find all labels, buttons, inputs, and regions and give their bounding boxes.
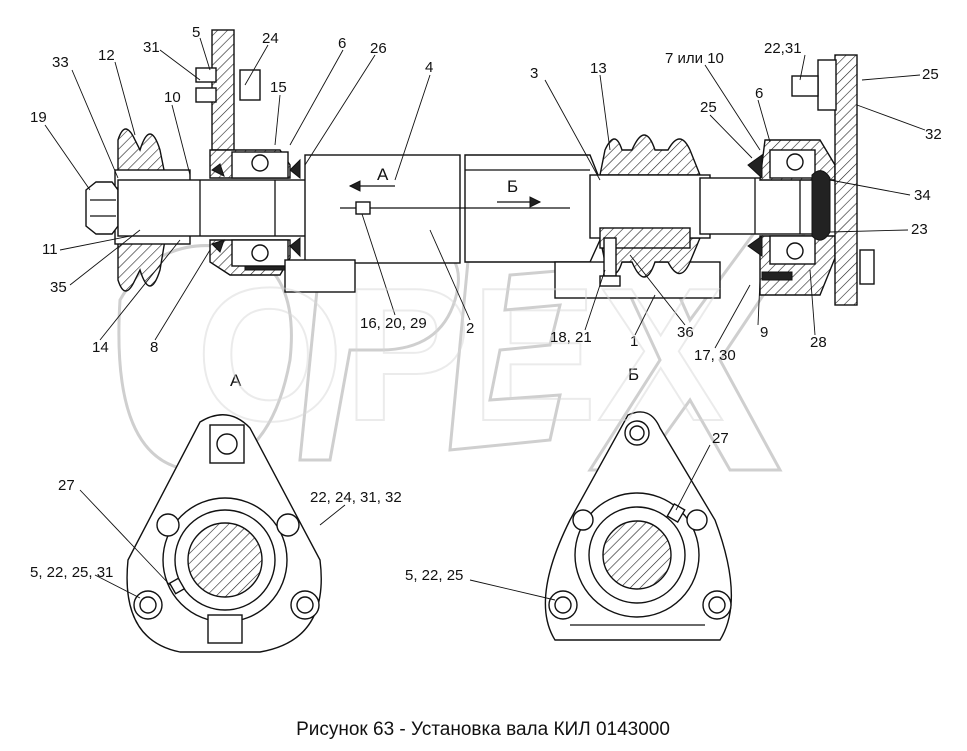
callout-17-30: 17, 30 bbox=[694, 347, 736, 364]
callout-35: 35 bbox=[50, 279, 67, 296]
callout-18-21: 18, 21 bbox=[550, 329, 592, 346]
callout-24: 24 bbox=[262, 30, 279, 47]
callout-22-31: 22,31 bbox=[764, 40, 802, 57]
callout-7-or-10: 7 или 10 bbox=[665, 50, 724, 67]
main-section-view bbox=[85, 29, 875, 306]
callout-28: 28 bbox=[810, 334, 827, 351]
callout-13: 13 bbox=[590, 60, 607, 77]
callout-14: 14 bbox=[92, 339, 109, 356]
callout-23: 23 bbox=[911, 221, 928, 238]
callout-9: 9 bbox=[760, 324, 768, 341]
right-wall bbox=[834, 54, 858, 306]
callout-5: 5 bbox=[192, 24, 200, 41]
callout-15: 15 bbox=[270, 79, 287, 96]
callout-31: 31 bbox=[143, 39, 160, 56]
callout-33: 33 bbox=[52, 54, 69, 71]
arrow-label-b: Б bbox=[507, 177, 518, 196]
callout-34: 34 bbox=[914, 187, 931, 204]
left-nut bbox=[85, 181, 119, 235]
callout-5-22-25: 5, 22, 25 bbox=[405, 567, 463, 584]
right-shaft bbox=[699, 177, 821, 235]
callout-6-right: 6 bbox=[755, 85, 763, 102]
callout-25-mid: 25 bbox=[700, 99, 717, 116]
left-pulley bbox=[117, 128, 166, 176]
view-a-flange bbox=[126, 414, 322, 653]
callout-27-view-b: 27 bbox=[712, 430, 729, 447]
callout-36: 36 bbox=[677, 324, 694, 341]
right-pulley bbox=[599, 134, 702, 176]
view-label-a: А bbox=[230, 371, 242, 390]
view-b-flange bbox=[544, 411, 732, 641]
leader-lines bbox=[44, 37, 926, 601]
callout-12: 12 bbox=[98, 47, 115, 64]
view-label-b: Б bbox=[628, 365, 639, 384]
callout-26: 26 bbox=[370, 40, 387, 57]
callouts: 33 12 31 5 24 6 26 4 3 13 7 или 10 22,31… bbox=[30, 24, 942, 584]
arrow-label-a: А bbox=[377, 165, 389, 184]
callout-2: 2 bbox=[466, 320, 474, 337]
callout-8: 8 bbox=[150, 339, 158, 356]
callout-1: 1 bbox=[630, 333, 638, 350]
callout-4: 4 bbox=[425, 59, 433, 76]
tube-left bbox=[304, 154, 461, 264]
figure-caption: Рисунок 63 - Установка вала КИЛ 0143000 bbox=[296, 719, 670, 740]
callout-5-22-25-31: 5, 22, 25, 31 bbox=[30, 564, 113, 581]
callout-3: 3 bbox=[530, 65, 538, 82]
callout-6-left: 6 bbox=[338, 35, 346, 52]
callout-22-24-31-32: 22, 24, 31, 32 bbox=[310, 489, 402, 506]
callout-16-20-29: 16, 20, 29 bbox=[360, 315, 427, 332]
callout-27-view-a: 27 bbox=[58, 477, 75, 494]
callout-11: 11 bbox=[42, 241, 58, 258]
watermark-text: OPEX bbox=[196, 249, 724, 461]
callout-25-top: 25 bbox=[922, 66, 939, 83]
callout-32: 32 bbox=[925, 126, 942, 143]
callout-19: 19 bbox=[30, 109, 47, 126]
callout-10: 10 bbox=[164, 89, 181, 106]
